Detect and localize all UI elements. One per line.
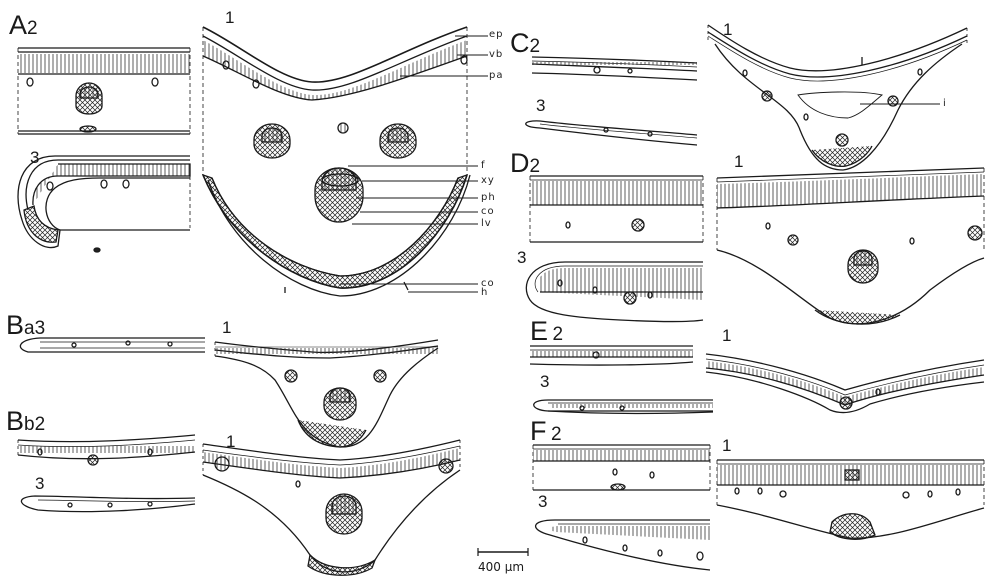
- section-C1: [708, 25, 967, 170]
- section-C2: [532, 57, 697, 80]
- subpanel-label-D3: 3: [517, 248, 526, 268]
- subpanel-label-E3: 3: [540, 372, 549, 392]
- subpanel-label-C3: 3: [536, 96, 545, 116]
- subpanel-label-C1: 1: [723, 20, 732, 40]
- vascular-bundle: [76, 83, 102, 114]
- scale-bar-label: 400 μm: [478, 560, 524, 574]
- label-i: i: [943, 98, 947, 109]
- subpanel-label-A3: 3: [30, 148, 39, 168]
- section-A3: [18, 156, 190, 252]
- vascular-bundle: [326, 494, 362, 534]
- vascular-bundle: [380, 124, 416, 158]
- panel-label-D: D2: [510, 150, 540, 178]
- section-D1: [717, 168, 984, 324]
- subpanel-label-F1: 1: [722, 436, 731, 456]
- section-E1: [706, 354, 984, 412]
- panel-label-A: A2: [9, 12, 38, 40]
- subpanel-label-A1: 1: [225, 8, 234, 28]
- section-Bb2: [18, 435, 195, 465]
- section-C3: [526, 121, 697, 145]
- panel-label-C: C2: [510, 30, 540, 58]
- label-epidermis: ep: [489, 29, 504, 40]
- label-hair: h: [481, 287, 488, 298]
- subpanel-label-Ba1: 1: [222, 318, 231, 338]
- panel-label-Ba: Ba3: [6, 312, 45, 340]
- scale-bar: [478, 548, 528, 556]
- panel-label-Bb: Bb2: [6, 408, 45, 436]
- panel-label-F: F 2: [530, 418, 562, 446]
- section-E2: [530, 346, 693, 365]
- vascular-bundle: [848, 250, 878, 283]
- section-Ba1: [215, 340, 438, 447]
- section-Ba3: [20, 338, 205, 352]
- subpanel-label-D1: 1: [734, 152, 743, 172]
- section-A1: [203, 27, 488, 296]
- section-A2: [18, 48, 190, 134]
- label-xylem: xy: [481, 175, 495, 186]
- label-fibers: f: [481, 160, 486, 171]
- label-phloem: ph: [481, 192, 496, 203]
- subpanel-label-Bb1: 1: [226, 432, 235, 452]
- section-Bb1: [203, 440, 460, 575]
- subpanel-label-E1: 1: [722, 326, 731, 346]
- section-F1: [717, 460, 984, 539]
- subpanel-label-F3: 3: [538, 492, 547, 512]
- section-D2: [530, 176, 703, 242]
- label-palisade: pa: [489, 70, 503, 81]
- section-F3: [536, 520, 710, 570]
- subpanel-label-Bb3: 3: [35, 474, 44, 494]
- section-Bb3: [21, 496, 195, 512]
- vascular-bundle: [254, 124, 290, 158]
- vascular-bundle: [324, 388, 356, 420]
- panel-label-E: E 2: [530, 318, 563, 346]
- label-lv: lv: [481, 218, 492, 229]
- midrib-vascular-bundle: [315, 168, 363, 222]
- section-D3: [526, 262, 703, 322]
- label-vascular-bundle: vb: [489, 49, 503, 60]
- section-E3: [534, 400, 713, 413]
- label-collenchyma: co: [481, 206, 495, 217]
- section-F2: [533, 445, 710, 490]
